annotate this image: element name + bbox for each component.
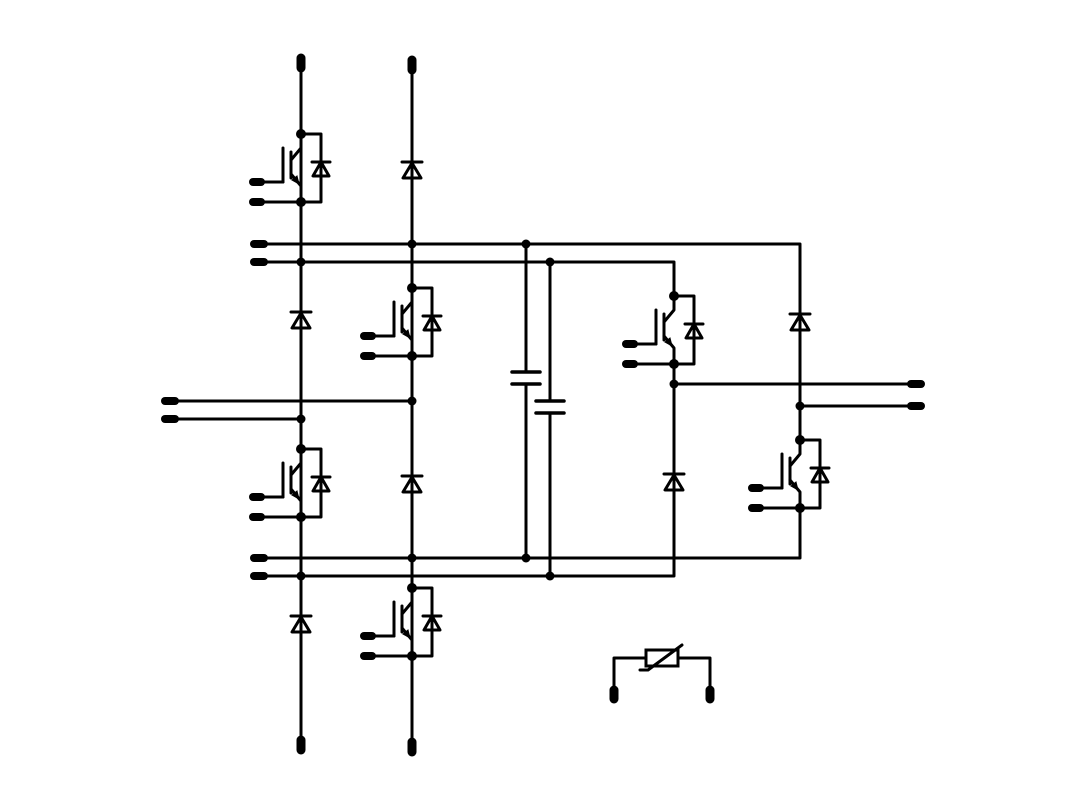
igbt-switch-5 [626, 292, 703, 369]
igbt-switch-2 [364, 284, 441, 361]
igbt-switch-1 [253, 130, 330, 207]
capacitors [510, 370, 566, 415]
wiring [168, 60, 918, 750]
igbt-switch-4 [364, 584, 441, 661]
thermistor [609, 643, 715, 704]
capacitor-1 [510, 370, 542, 386]
junction-dots [296, 239, 805, 581]
terminals [161, 53, 925, 757]
igbt-switch-6 [752, 436, 829, 513]
igbt-switches [253, 130, 829, 661]
capacitor-2 [534, 399, 566, 415]
igbt-switch-3 [253, 445, 330, 522]
